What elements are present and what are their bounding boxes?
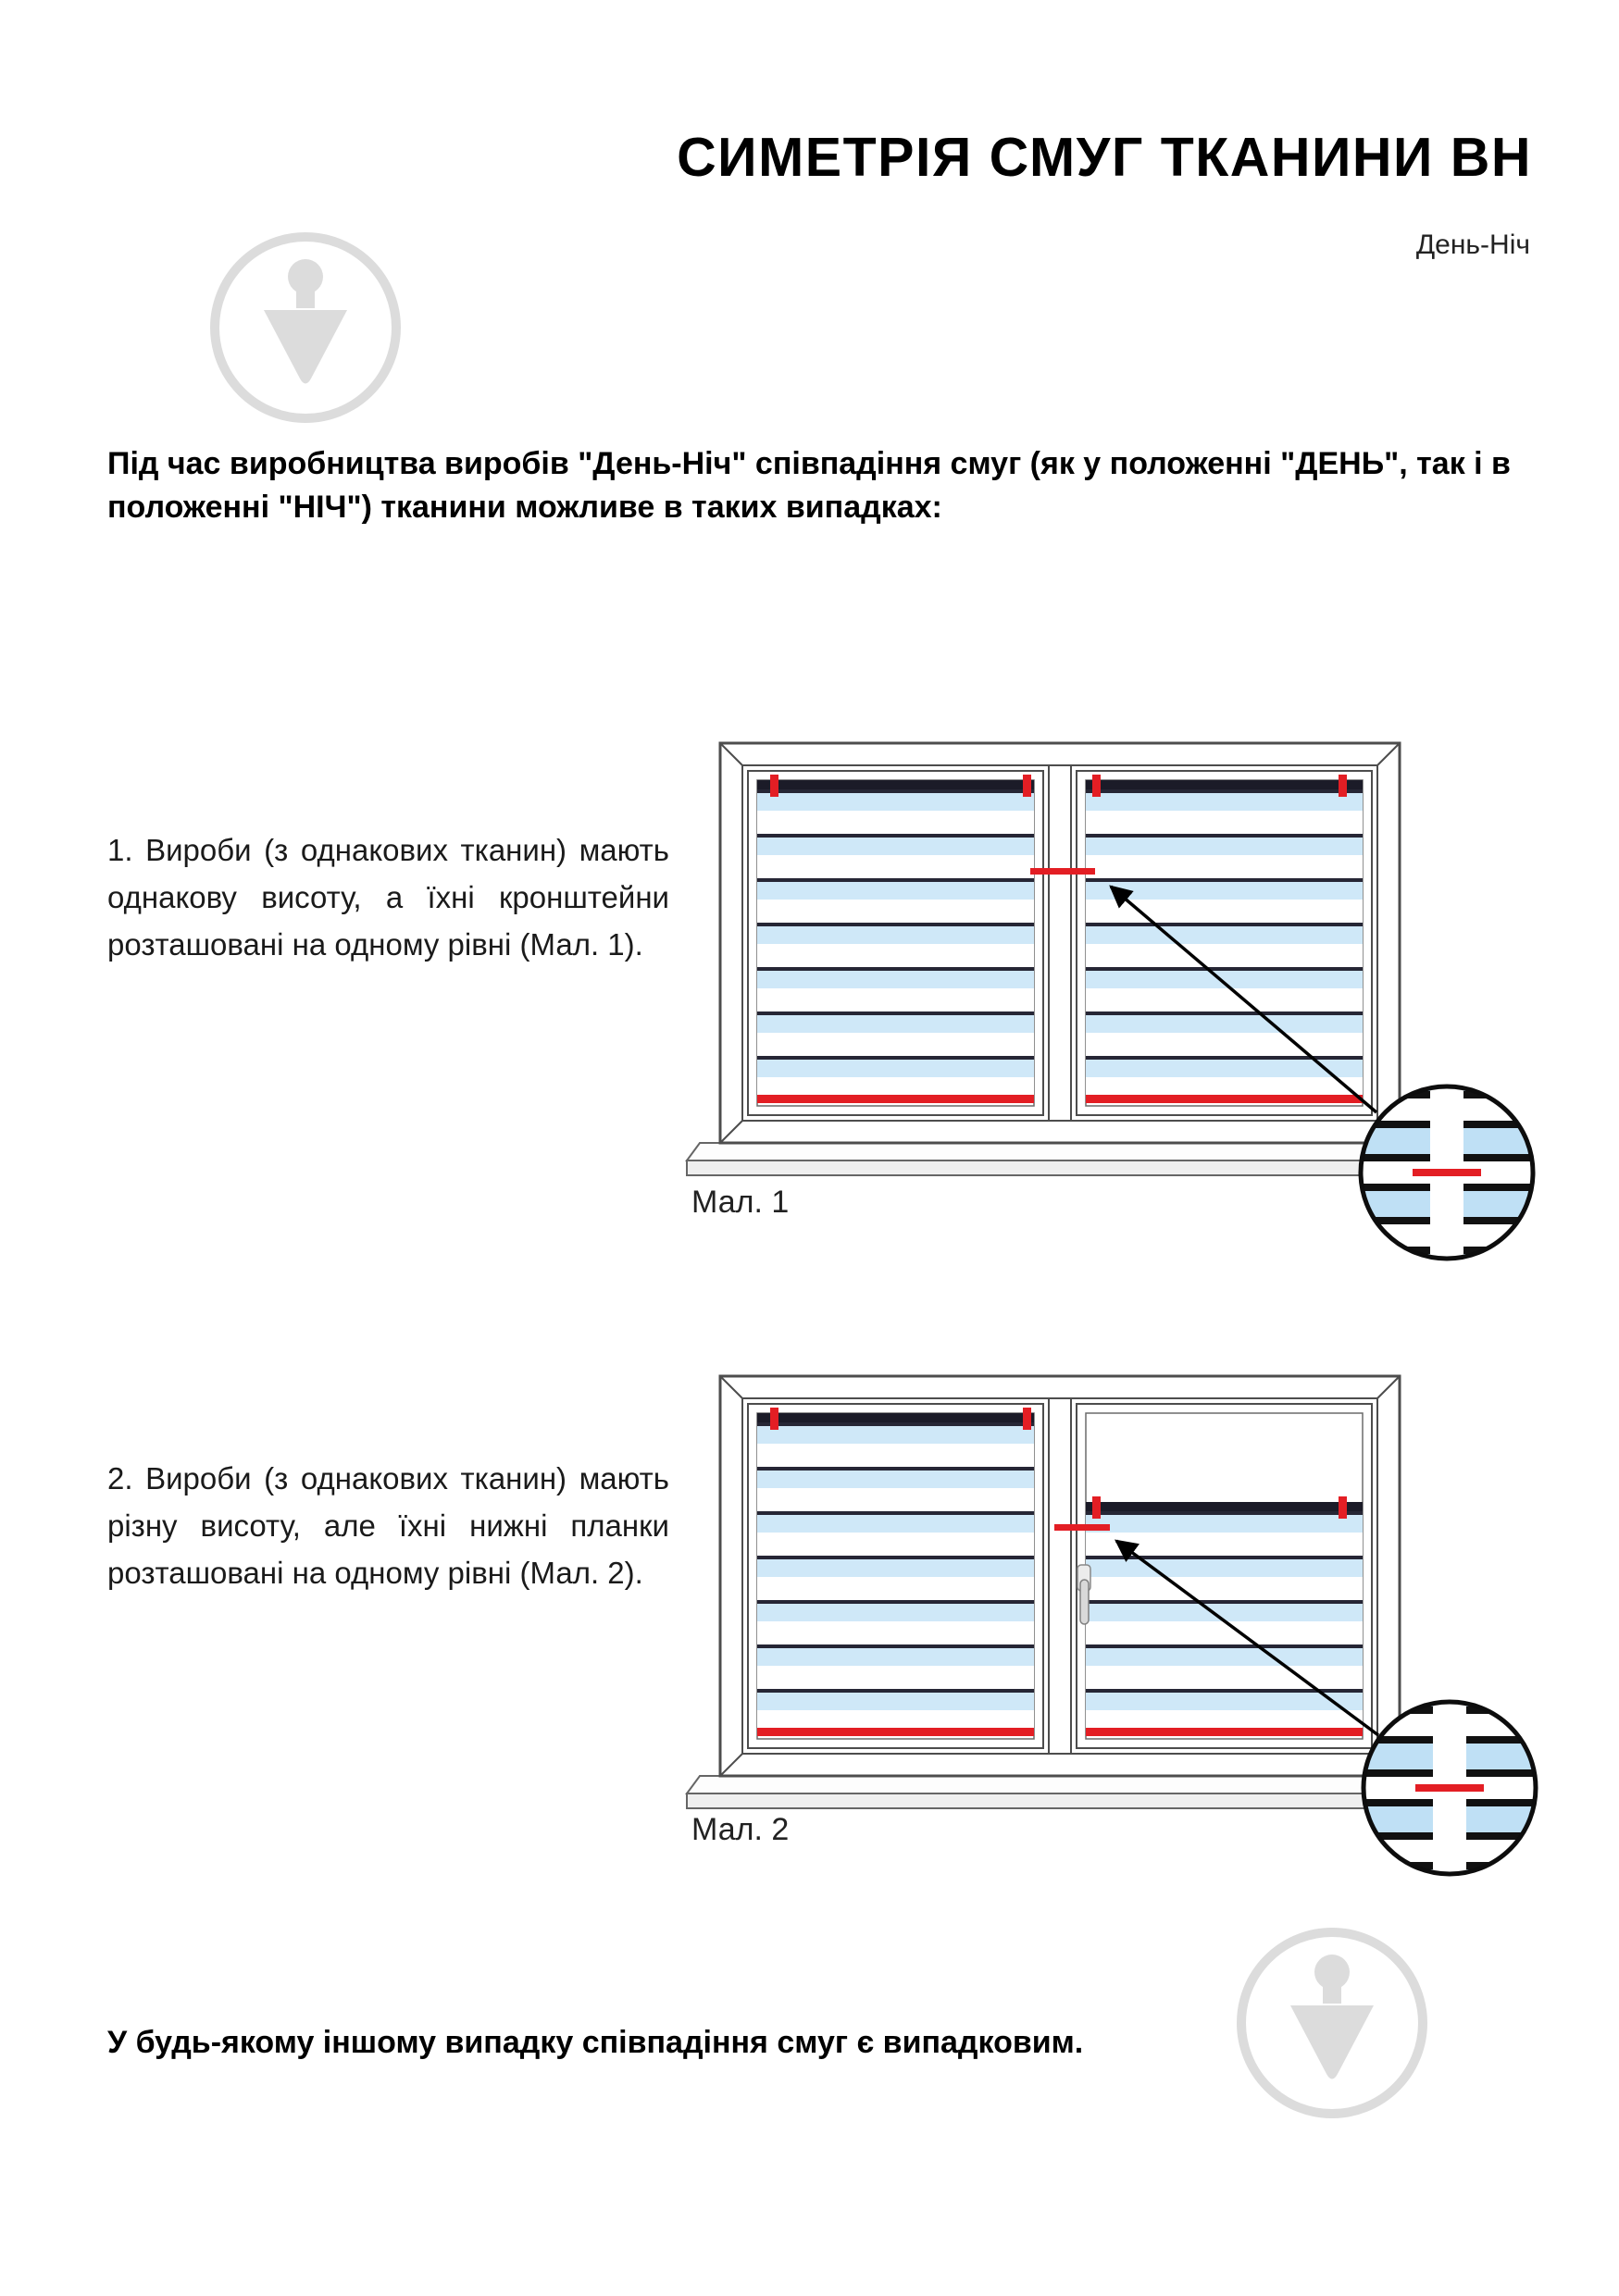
blind-right: [1086, 775, 1363, 1103]
bracket-icon: [770, 1408, 778, 1430]
footer-note: У будь-якому іншому випадку співпадіння …: [107, 2025, 1084, 2060]
figure-2-illustration: [685, 1374, 1538, 1877]
figure-2-caption: Мал. 2: [691, 1812, 790, 1847]
blind-left: [757, 1408, 1034, 1736]
alignment-mark-zoomed: [1413, 1169, 1481, 1176]
item-2-text: 2. Вироби (з однакових тканин) мають різ…: [107, 1461, 669, 1591]
alignment-mark-zoomed: [1415, 1784, 1484, 1792]
bottom-plank: [1086, 1728, 1363, 1736]
bracket-icon: [1339, 1496, 1347, 1519]
brand-watermark-icon: [210, 232, 401, 423]
pointer-arrow: [1115, 1539, 1380, 1737]
blind-left: [757, 775, 1034, 1103]
bracket-icon: [1092, 775, 1101, 797]
figure-1-caption: Мал. 1: [691, 1185, 790, 1220]
item-1-text: 1. Вироби (з однакових тканин) мають одн…: [107, 833, 669, 962]
windowsill: [685, 1142, 1418, 1176]
page-subtitle: День-Ніч: [1415, 230, 1530, 260]
page-title: СИМЕТРІЯ СМУГ ТКАНИНИ ВН: [677, 127, 1532, 188]
bracket-icon: [1092, 1496, 1101, 1519]
bottom-plank: [757, 1728, 1034, 1736]
figure-1-illustration: [685, 741, 1536, 1261]
blind-right-short: [1086, 1496, 1363, 1736]
window-handle: [1077, 1564, 1091, 1625]
bracket-icon: [770, 775, 778, 797]
magnifier-detail: [1361, 1699, 1538, 1877]
alignment-mark: [1054, 1524, 1110, 1531]
bottom-plank: [1086, 1095, 1363, 1103]
bottom-plank: [757, 1095, 1034, 1103]
bracket-icon: [1023, 775, 1031, 797]
brand-watermark-icon: [1237, 1928, 1427, 2118]
alignment-mark: [1030, 868, 1095, 875]
pointer-arrow: [1109, 885, 1378, 1114]
bracket-icon: [1023, 1408, 1031, 1430]
bracket-icon: [1339, 775, 1347, 797]
windowsill: [685, 1775, 1418, 1809]
intro-paragraph: Під час виробництва виробів "День-Ніч" с…: [107, 446, 1511, 525]
